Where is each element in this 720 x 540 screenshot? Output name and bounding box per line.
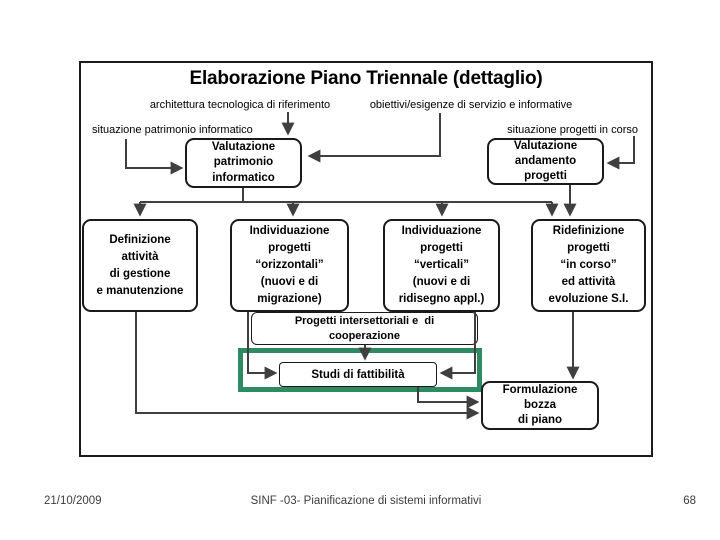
footer-course: SINF -03- Pianificazione di sistemi info… xyxy=(250,495,482,507)
box-formulazione-bozza: Formulazione bozza di piano xyxy=(481,381,599,430)
box-valutazione-patrimonio: Valutazione patrimonio informatico xyxy=(185,138,302,188)
label-situazione-patrimonio: situazione patrimonio informatico xyxy=(92,124,253,136)
diagram-frame xyxy=(79,61,653,457)
box-ridefinizione-progetti: Ridefinizione progetti “in corso” ed att… xyxy=(531,219,646,312)
footer-date: 21/10/2009 xyxy=(44,495,102,507)
slide-title: Elaborazione Piano Triennale (dettaglio) xyxy=(189,68,543,89)
box-studi-fattibilita: Studi di fattibilità xyxy=(279,362,437,387)
footer-page-number: 68 xyxy=(683,495,696,507)
box-definizione-attivita: Definizione attività di gestione e manut… xyxy=(82,219,198,312)
label-situazione-progetti: situazione progetti in corso xyxy=(507,124,638,136)
box-individuazione-orizzontali: Individuazione progetti “orizzontali” (n… xyxy=(230,219,349,312)
box-individuazione-verticali: Individuazione progetti “verticali” (nuo… xyxy=(383,219,500,312)
label-architettura: architettura tecnologica di riferimento xyxy=(149,99,331,111)
box-progetti-intersettoriali: Progetti intersettoriali e di cooperazio… xyxy=(251,312,478,345)
label-obiettivi: obiettivi/esigenze di servizio e informa… xyxy=(369,99,573,111)
box-valutazione-andamento: Valutazione andamento progetti xyxy=(487,138,604,185)
